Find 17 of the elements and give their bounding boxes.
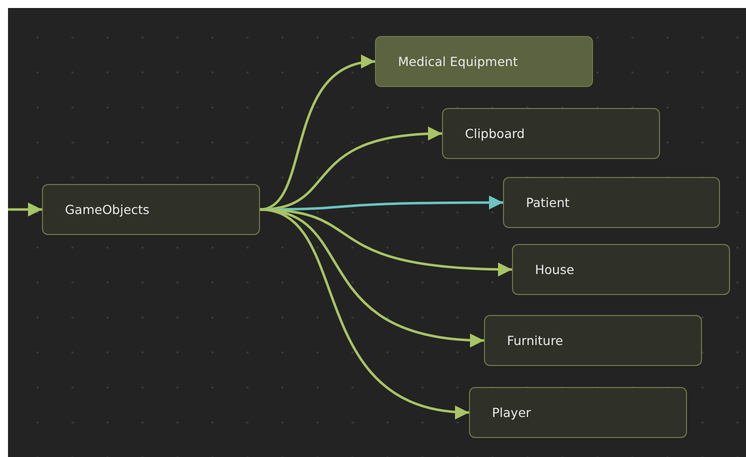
class-node xyxy=(512,244,730,295)
node-label: GameObjects xyxy=(65,202,150,217)
arrow xyxy=(8,202,42,216)
node-label: Player xyxy=(492,405,531,420)
node-label: Medical Equipment xyxy=(398,54,518,69)
class-node xyxy=(442,108,660,159)
node-label: House xyxy=(535,262,574,277)
class-node xyxy=(375,36,593,87)
node-label: Patient xyxy=(526,195,570,210)
class-node xyxy=(42,184,260,235)
class-node xyxy=(469,387,687,438)
class-node xyxy=(503,177,720,228)
class-node xyxy=(484,315,702,366)
node-label: Furniture xyxy=(507,333,564,348)
arrow xyxy=(260,196,503,211)
arrow xyxy=(260,208,470,418)
node-label: Clipboard xyxy=(465,126,525,141)
